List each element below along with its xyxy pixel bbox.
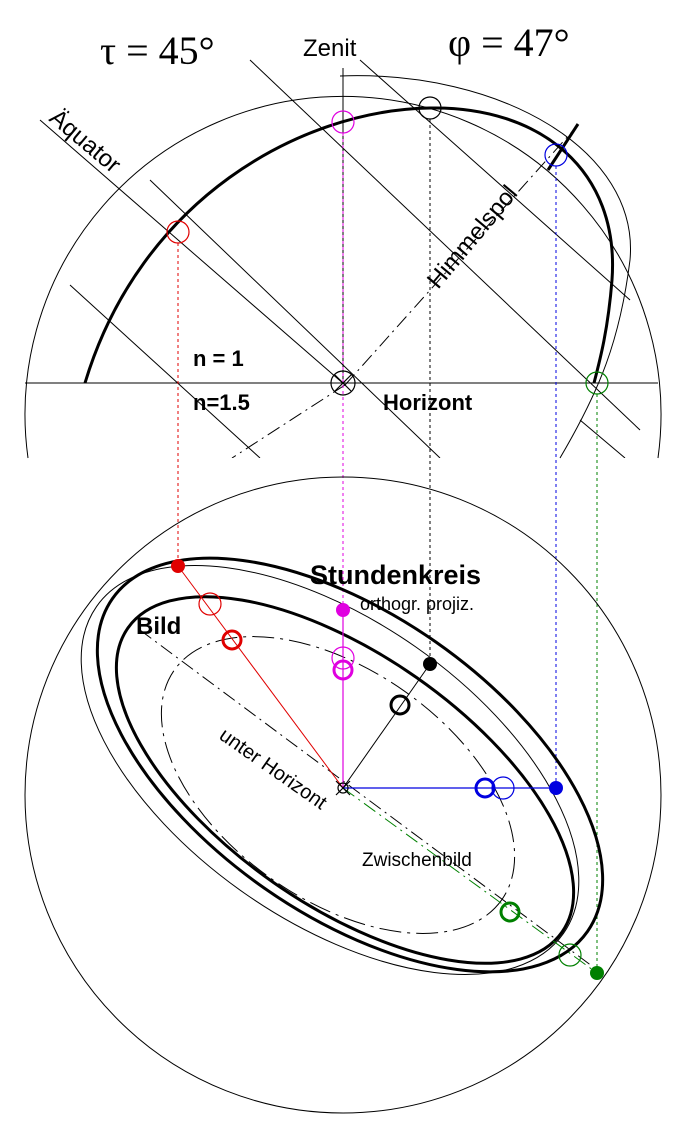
parallel-line [69,284,261,458]
ring-black-bold [389,694,411,716]
parallel-line [149,179,441,458]
pole-axis-lower [231,384,346,458]
bottom-view [24,476,662,1114]
pole-axis [344,124,579,386]
orthographic-label: orthogr. projiz. [360,594,474,614]
pole-axis-projection [139,629,601,973]
equator-trace [39,119,346,386]
image-label: Bild [136,613,181,640]
ring-magenta-thin [331,646,355,670]
intermediate-image-ellipse [160,636,516,934]
ring-green-thin [558,943,582,967]
ring-green-bold [499,901,521,923]
dot-blue [549,781,563,795]
intermediate-image-label: Zwischenbild [362,850,472,871]
parallel-line [359,59,631,301]
dot-green [590,966,604,980]
top-view [24,59,662,459]
black-ray [342,663,431,789]
equator-label: Äquator [44,104,126,179]
ring-magenta-bold [332,659,354,681]
image-ellipse-bold [114,595,576,965]
green-axis [342,787,598,974]
below-horizon-label: unter Horizont [215,724,331,814]
red-ray [177,565,344,789]
projection-lines [177,119,598,973]
hour-circle-label: Stundenkreis [310,560,481,590]
sphere-bottom-outline [24,476,662,1114]
dot-magenta [336,603,350,617]
hour-circle-ellipse [95,556,605,974]
image-ellipse-thin [80,565,580,975]
n15-label: n=1.5 [193,390,250,415]
center-cross-marker [330,370,356,396]
n1-label: n = 1 [193,346,244,371]
hour-circle-arc [83,106,615,384]
zenith-label: Zenit [303,35,357,62]
parallel-line [249,59,641,431]
refracted-horizon-arc [339,75,631,459]
ring-red-thin [198,592,222,616]
ring-red-bold [221,629,243,651]
center-cross-bottom [335,780,351,796]
ring-blue-bold [474,777,496,799]
parallel-lines [39,59,641,458]
tau-label: τ = 45° [100,28,215,73]
dot-red [171,559,185,573]
horizon-label: Horizont [383,390,473,415]
phi-label: φ = 47° [448,20,570,65]
dot-black [423,657,437,671]
parallel-line [579,419,626,458]
ring-blue-thin [491,776,515,800]
